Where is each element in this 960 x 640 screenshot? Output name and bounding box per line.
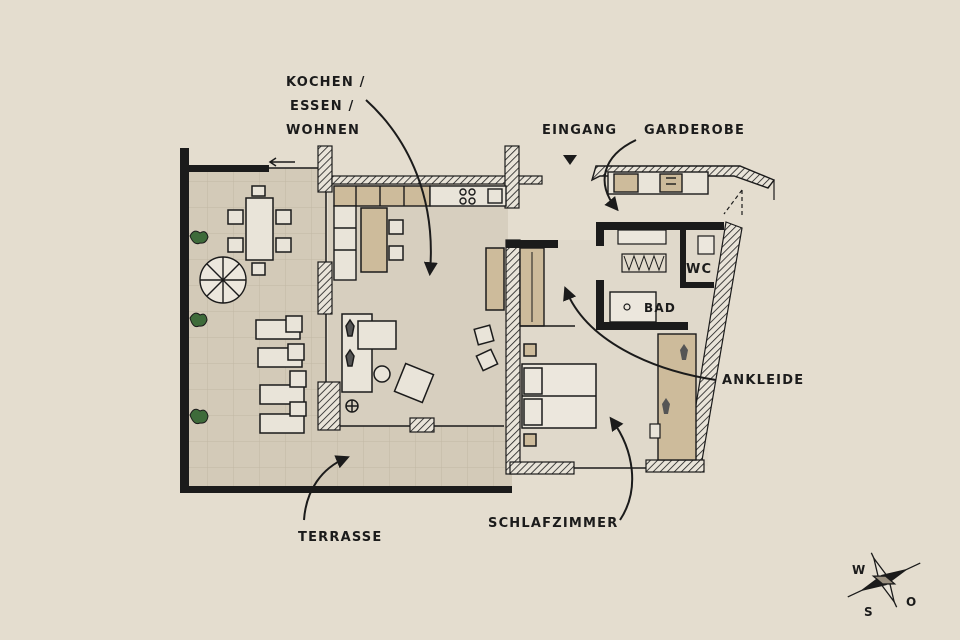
label-garderobe: GARDEROBE [644, 123, 745, 138]
label-terrasse: TERRASSE [298, 530, 382, 545]
label-wc: WC [686, 262, 712, 277]
garderobe-cabinet [590, 165, 776, 218]
compass-rose-icon [847, 552, 921, 608]
label-schlafzimmer: SCHLAFZIMMER [488, 516, 618, 531]
dining-table [360, 207, 404, 273]
compass-west: W [852, 563, 866, 577]
label-ankleide: ANKLEIDE [722, 373, 804, 388]
compass-east: O [906, 595, 917, 609]
label-eingang: EINGANG [542, 123, 617, 138]
walk-in-closet [645, 221, 743, 473]
annotation-arrows [303, 99, 717, 521]
armchairs [473, 247, 505, 372]
sofa [341, 313, 435, 413]
label-essen: ESSEN / [290, 99, 354, 114]
entrance-marker-icon [563, 155, 577, 165]
bathroom-area [596, 222, 724, 330]
room-labels: KOCHEN / ESSEN / WOHNEN EINGANG GARDEROB… [286, 75, 804, 545]
plant-icon [189, 230, 209, 425]
compass-south: S [864, 605, 874, 619]
terrace-dining-table [227, 185, 292, 276]
label-bad: BAD [644, 301, 676, 315]
parasol [199, 256, 247, 304]
kitchen-counter [333, 185, 507, 281]
label-wohnen: WOHNEN [286, 123, 360, 138]
label-kochen: KOCHEN / [286, 75, 366, 90]
sun-loungers [255, 315, 307, 434]
bed [521, 343, 597, 447]
